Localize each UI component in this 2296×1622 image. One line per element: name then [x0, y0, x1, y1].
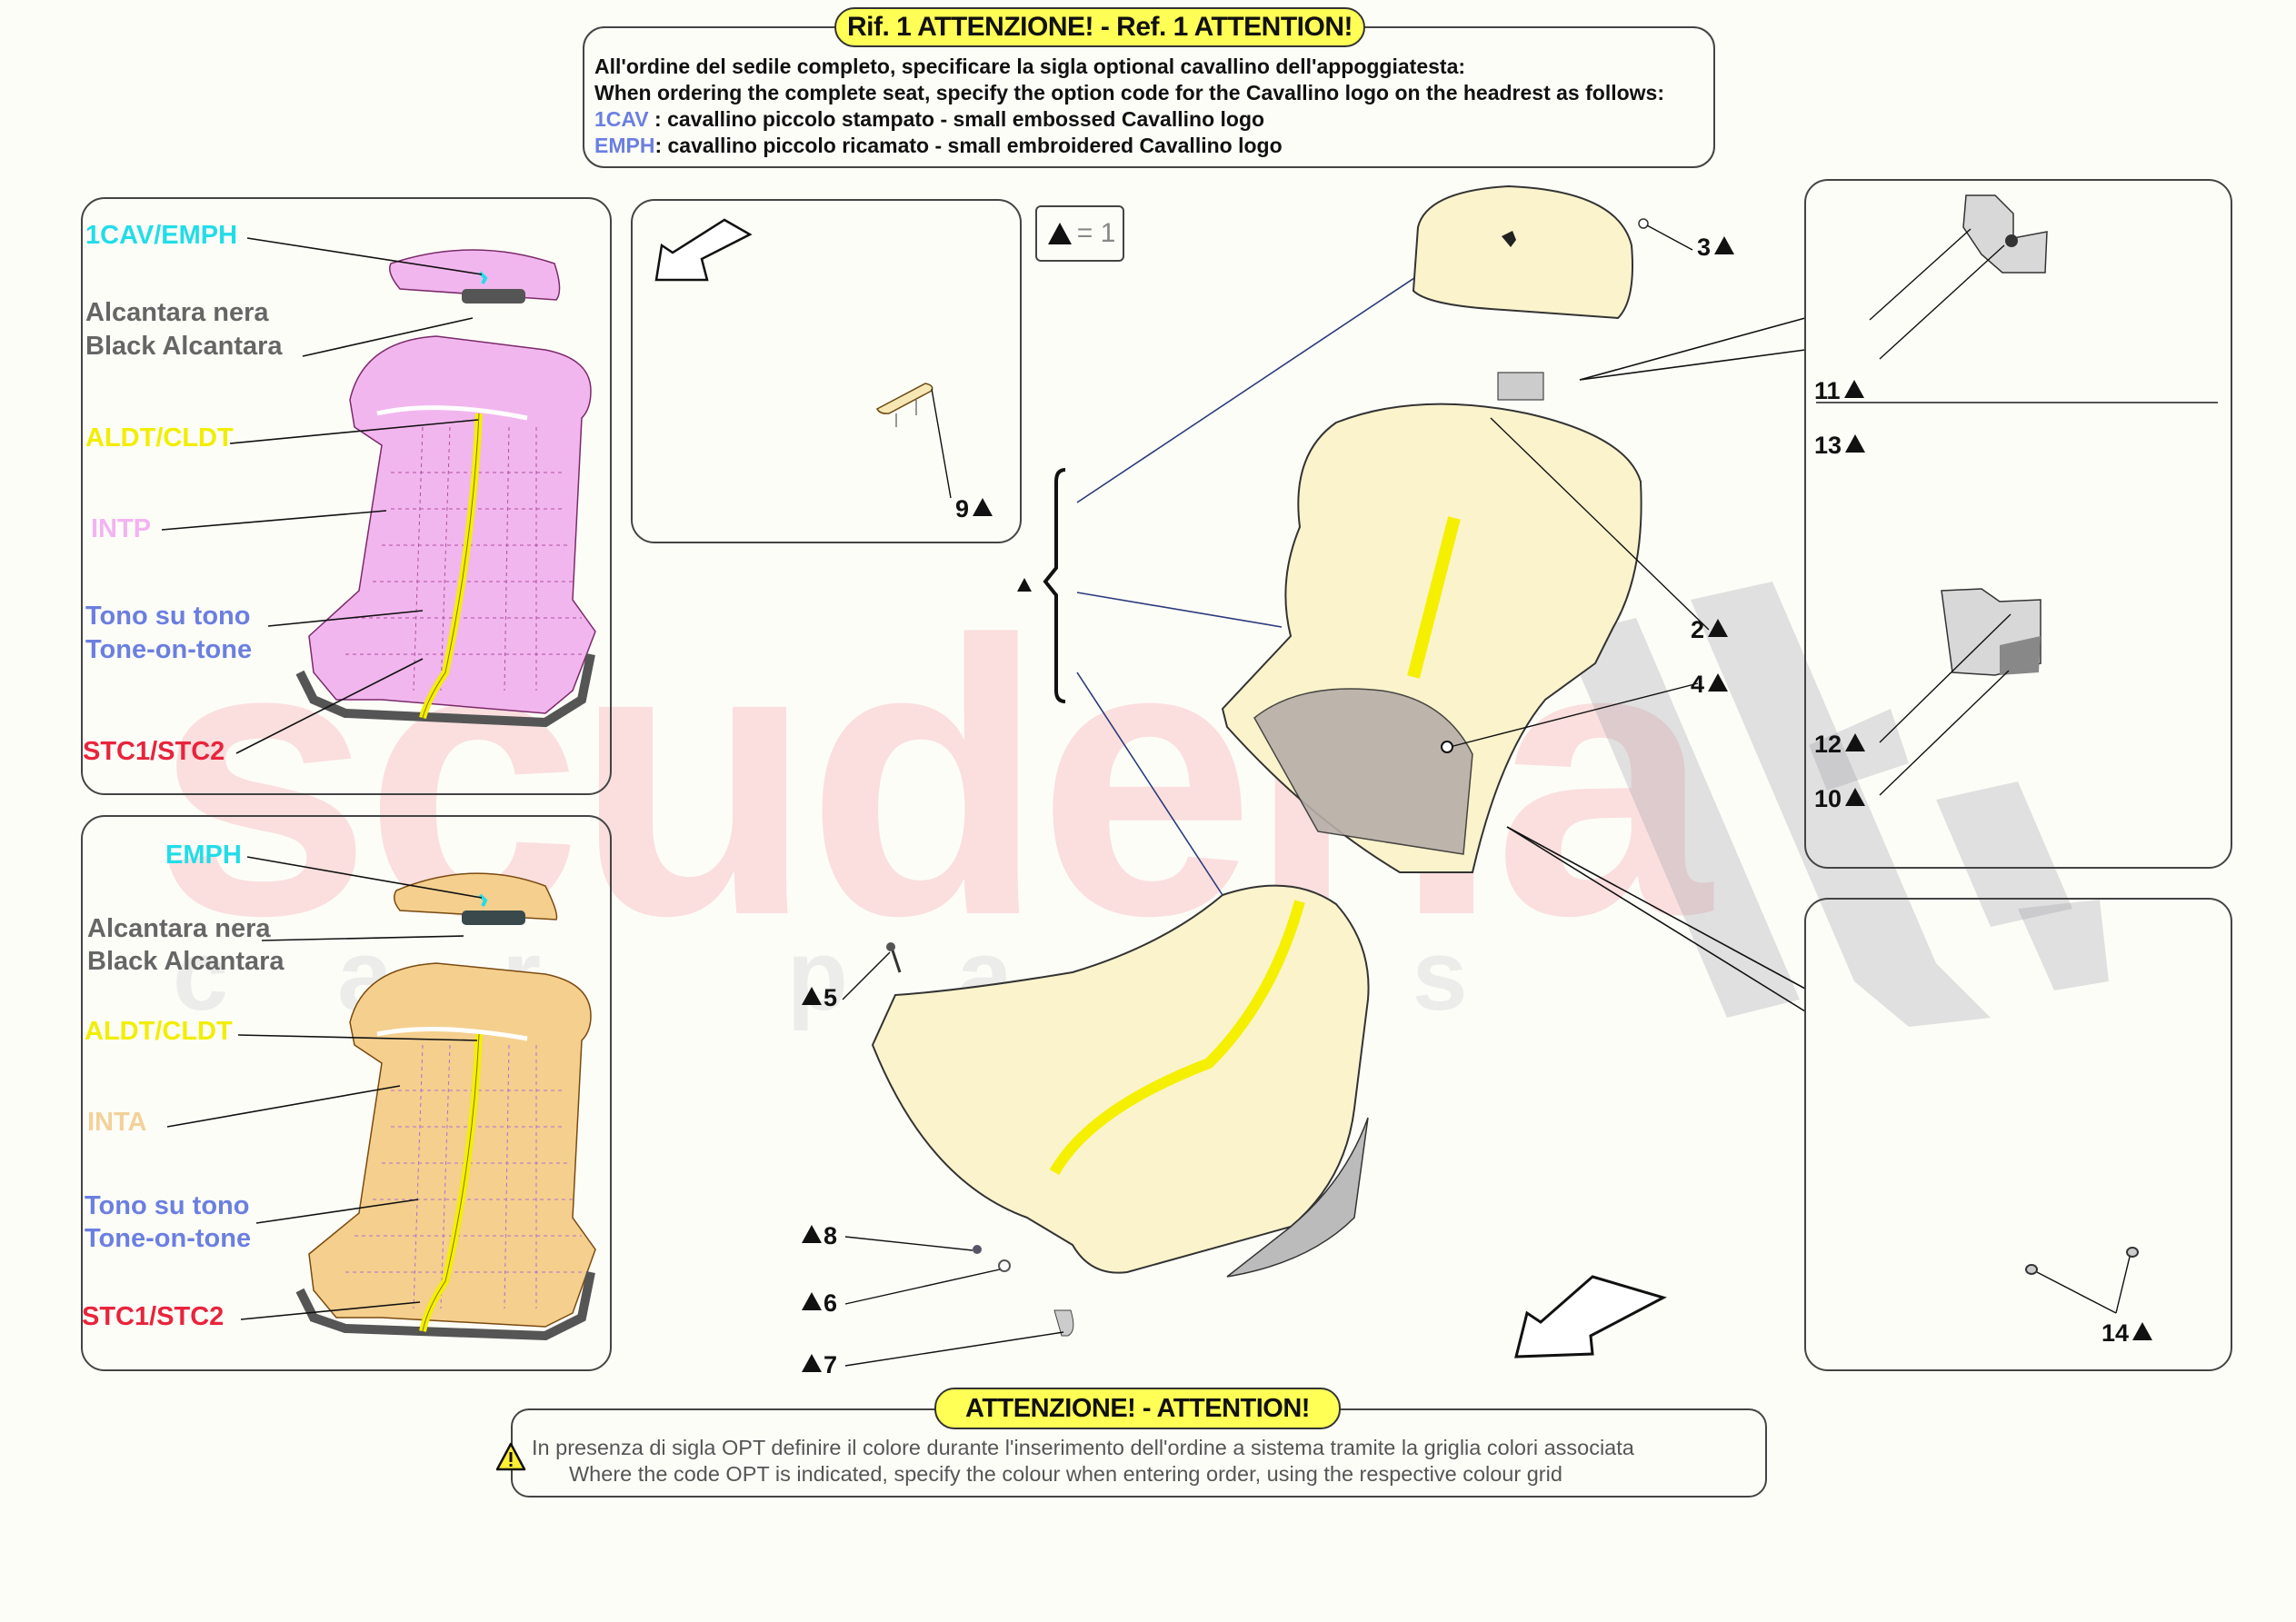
label-tone-on-tone: Tone-on-tone	[85, 635, 253, 664]
bottom-notice-line-it: In presenza di sigla OPT definire il col…	[532, 1436, 1634, 1459]
triangle-icon	[1708, 673, 1729, 692]
label-stc1-stc2: STC1/STC2	[83, 737, 225, 766]
part-ref-10: 10	[1814, 785, 1866, 813]
top-notice-line-it: All'ordine del sedile completo, specific…	[594, 55, 1466, 78]
option-code: 1CAV	[594, 107, 649, 131]
part-number: 13	[1814, 432, 1842, 459]
part-ref-2: 2	[1691, 616, 1729, 644]
inta-seat-illustration	[166, 856, 596, 1341]
part-number: 10	[1814, 785, 1842, 812]
part-ref-3: 3	[1697, 234, 1735, 262]
part-number: 4	[1691, 671, 1705, 698]
triangle-icon	[1845, 733, 1866, 751]
triangle-icon	[1845, 788, 1866, 806]
label-alcantara-nera: Alcantara nera	[87, 914, 271, 943]
detail-panel-9	[631, 199, 1022, 543]
intp-seat-illustration	[161, 237, 596, 754]
label-tono-su-tono: Tono su tono	[85, 1191, 250, 1220]
triangle-icon	[1714, 236, 1735, 254]
label-intp: INTP	[91, 514, 152, 543]
warning-icon	[495, 1442, 526, 1471]
triangle-icon	[2132, 1322, 2153, 1340]
top-notice-title: Rif. 1 ATTENZIONE! - Ref. 1 ATTENTION!	[834, 7, 1365, 47]
triangle-icon	[1047, 223, 1072, 244]
detail-panel-brackets	[1804, 179, 2232, 869]
detail-panel-14	[1804, 898, 2232, 1371]
top-notice-line-en: When ordering the complete seat, specify…	[594, 81, 1664, 104]
label-stc1-stc2: STC1/STC2	[82, 1302, 225, 1331]
label-alcantara-nera: Alcantara nera	[85, 298, 269, 327]
part-number: 12	[1814, 731, 1842, 758]
part-ref-11: 11	[1814, 377, 1864, 405]
triangle-icon	[1708, 619, 1729, 637]
part-ref-14: 14	[2101, 1319, 2153, 1348]
label-inta: INTA	[87, 1108, 147, 1137]
top-notice-option-emph: EMPH: cavallino piccolo ricamato - small…	[594, 134, 1283, 158]
part-number: 6	[824, 1289, 838, 1317]
label-black-alcantara: Black Alcantara	[87, 947, 285, 976]
part-ref-5: 5	[802, 984, 837, 1012]
part-number: 9	[955, 495, 970, 522]
part-ref-9: 9	[955, 495, 993, 523]
label-emph: EMPH	[165, 841, 242, 870]
triangle-icon	[802, 1292, 822, 1310]
legend-value: = 1	[1076, 218, 1116, 248]
bottom-notice-line-en: Where the code OPT is indicated, specify…	[569, 1462, 1562, 1486]
label-aldt-cldt: ALDT/CLDT	[85, 423, 234, 453]
part-ref-4: 4	[1691, 671, 1729, 699]
part-number: 3	[1697, 234, 1712, 261]
label-1cav-emph: 1CAV/EMPH	[85, 221, 238, 250]
option-desc: : cavallino piccolo ricamato - small emb…	[654, 134, 1283, 157]
bottom-notice-title: ATTENZIONE! - ATTENTION!	[934, 1388, 1341, 1429]
part-number: 5	[824, 984, 838, 1011]
part-ref-6: 6	[802, 1289, 837, 1318]
top-notice-option-1cav: 1CAV : cavallino piccolo stampato - smal…	[594, 107, 1264, 132]
part-ref-12: 12	[1814, 731, 1866, 759]
label-aldt-cldt: ALDT/CLDT	[85, 1017, 233, 1046]
part-ref-7: 7	[802, 1351, 837, 1379]
part-number: 8	[824, 1222, 838, 1249]
triangle-icon	[802, 987, 822, 1005]
triangle-icon	[973, 498, 993, 516]
label-tone-on-tone: Tone-on-tone	[85, 1224, 252, 1253]
part-number: 7	[824, 1351, 838, 1378]
part-number: 14	[2101, 1319, 2130, 1347]
option-code: EMPH	[594, 134, 655, 157]
triangle-icon	[802, 1225, 822, 1243]
triangle-icon	[1843, 380, 1864, 398]
part-ref-13: 13	[1814, 432, 1866, 460]
label-black-alcantara: Black Alcantara	[85, 332, 283, 361]
panel-inta-seat	[81, 815, 612, 1371]
part-number: 11	[1814, 377, 1841, 404]
triangle-icon	[802, 1354, 822, 1372]
label-tono-su-tono: Tono su tono	[85, 602, 251, 631]
part-ref-8: 8	[802, 1222, 837, 1250]
legend-box: = 1	[1035, 205, 1124, 262]
part-number: 2	[1691, 616, 1705, 643]
triangle-icon	[1845, 434, 1866, 453]
option-desc: : cavallino piccolo stampato - small emb…	[648, 107, 1265, 131]
panel-intp-seat	[81, 197, 612, 795]
